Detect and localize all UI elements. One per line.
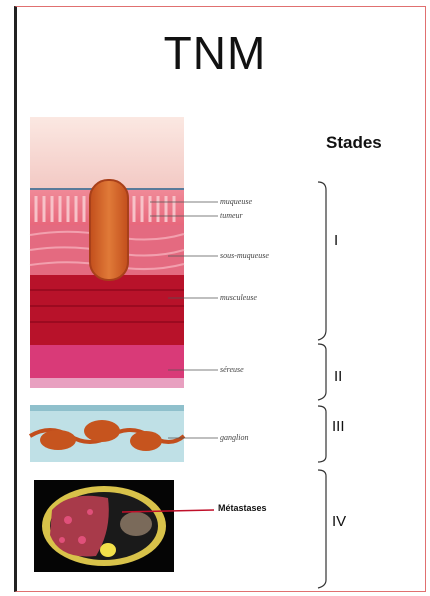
lymph-node-2 (84, 420, 120, 442)
label-ganglion: ganglion (220, 433, 248, 442)
brace-III (318, 406, 326, 462)
stage-II: II (334, 368, 342, 385)
ct-metastasis-4 (59, 537, 65, 543)
tumor (90, 180, 128, 280)
stage-I: I (334, 232, 338, 249)
ct-metastasis-1 (64, 516, 72, 524)
brace-I (318, 182, 326, 340)
brace-II (318, 344, 326, 400)
ct-spine (100, 543, 116, 557)
stage-IV: IV (332, 513, 346, 530)
node-region-top (30, 405, 184, 411)
stage-III: III (332, 418, 345, 435)
stades-heading: Stades (326, 133, 382, 153)
lumen-layer (30, 117, 184, 189)
label-metastases: Métastases (218, 503, 267, 513)
label-sereuse: séreuse (220, 365, 244, 374)
brace-IV (318, 470, 326, 588)
lymph-node-1 (40, 430, 76, 450)
ct-metastasis-3 (87, 509, 93, 515)
ct-metastasis-2 (78, 536, 86, 544)
label-muqueuse: muqueuse (220, 197, 252, 206)
label-tumeur: tumeur (220, 211, 243, 220)
ct-organ (120, 512, 152, 536)
ct-liver (50, 496, 109, 557)
label-musculeuse: musculeuse (220, 293, 257, 302)
lymph-node-3 (130, 431, 162, 451)
muscularis-layer (30, 275, 184, 345)
serosa-band (30, 378, 184, 388)
label-sous-muqueuse: sous-muqueuse (220, 251, 269, 260)
stage-braces (318, 182, 326, 588)
